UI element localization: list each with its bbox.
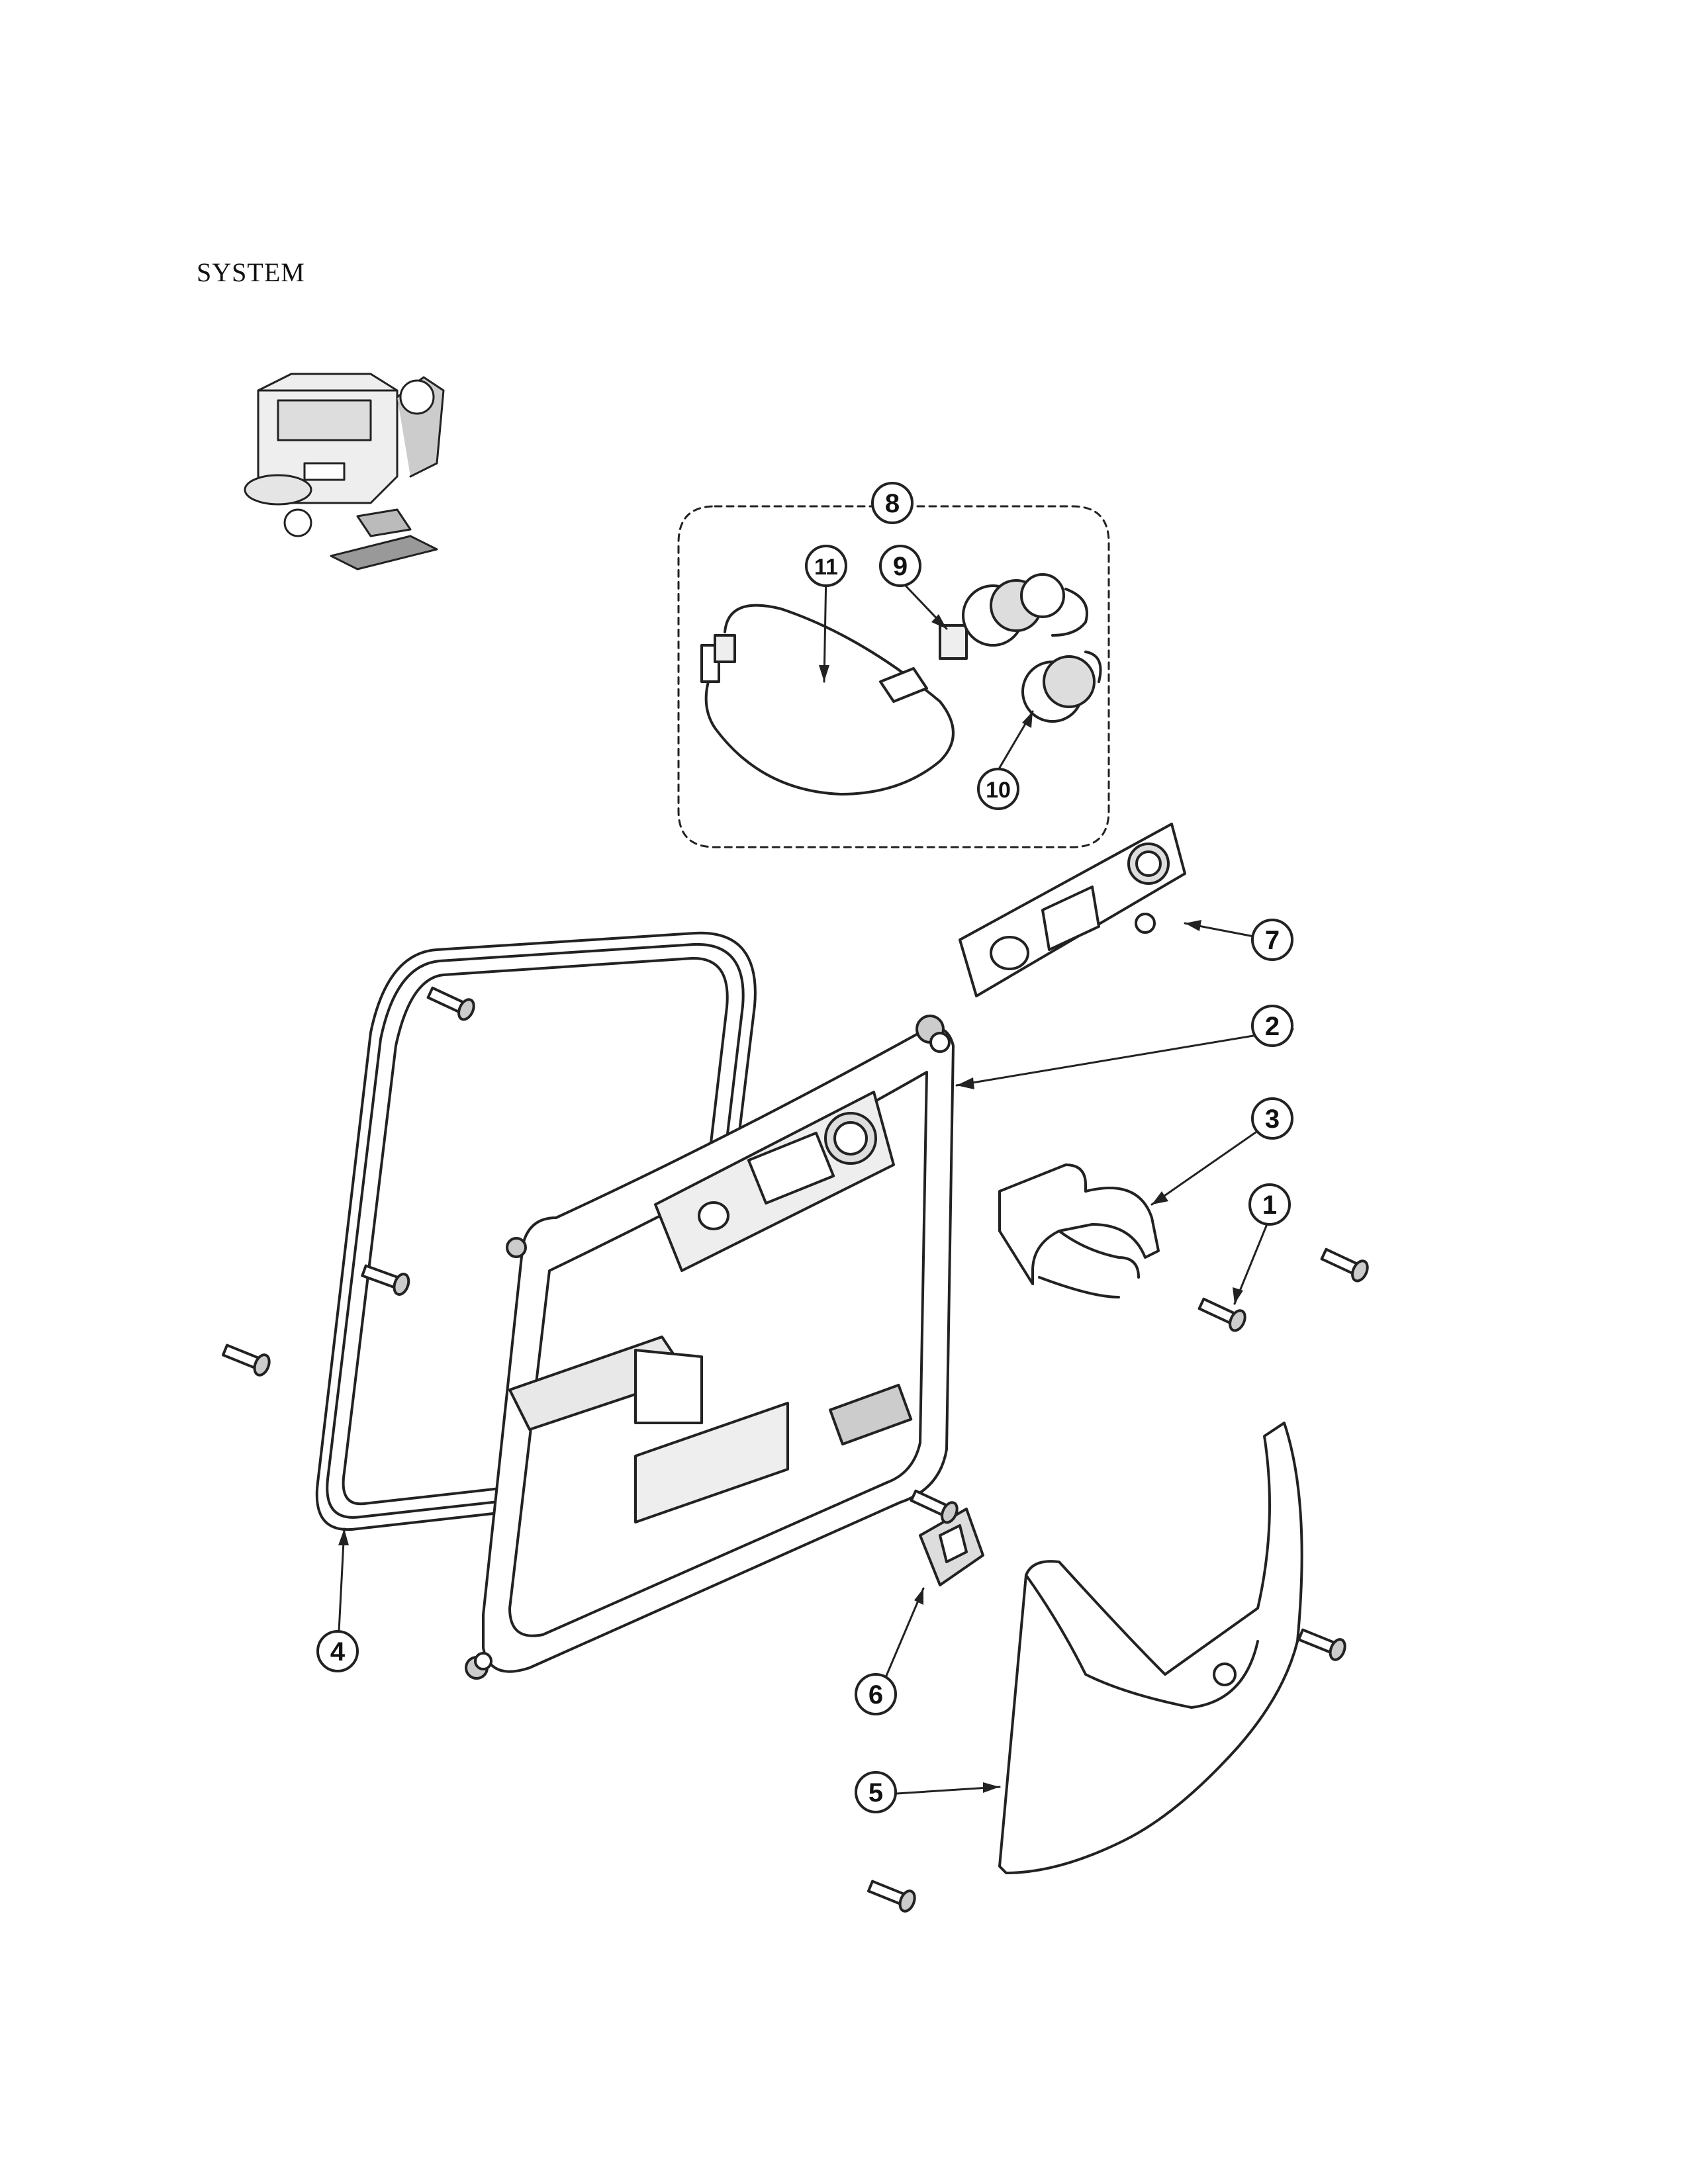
callout-11-circle [805, 545, 847, 587]
leader-arrowheads [338, 614, 1243, 1793]
callout-2: 2 [1265, 1012, 1280, 1041]
kit-8-enclosure [677, 505, 1110, 848]
clamp-part-3 [998, 1163, 1160, 1298]
machine-reference-thumbnail [244, 373, 445, 570]
callout-circles [316, 482, 1293, 1813]
callout-1: 1 [1262, 1191, 1277, 1220]
callout-5: 5 [868, 1778, 883, 1807]
callout-8-circle [871, 482, 914, 524]
callout-9: 9 [893, 552, 908, 581]
control-decal-part-7 [959, 823, 1186, 997]
callout-1-circle [1248, 1183, 1291, 1226]
cap-part-10 [1021, 651, 1102, 723]
callout-8: 8 [885, 489, 900, 518]
callout-7-circle [1251, 919, 1293, 961]
callout-3: 3 [1265, 1105, 1280, 1134]
socket-part-9 [939, 573, 1088, 660]
callout-7: 7 [1265, 926, 1280, 955]
lower-cover-part-5 [998, 1422, 1303, 1874]
callout-4-circle [316, 1630, 359, 1672]
callout-6-circle [855, 1673, 897, 1715]
callout-5-circle [855, 1771, 897, 1813]
callout-9-circle [879, 545, 921, 587]
callout-labels: 1 2 3 4 5 6 7 8 9 10 11 [330, 489, 1280, 1807]
callout-10-circle [977, 768, 1019, 810]
console-housing-part-2 [465, 1015, 955, 1680]
page-title: SYSTEM [197, 257, 305, 287]
gasket-part-4 [315, 931, 757, 1531]
callout-10: 10 [986, 778, 1011, 803]
callout-3-circle [1251, 1097, 1293, 1140]
wire-harness-part-11 [700, 604, 955, 796]
callout-4: 4 [330, 1637, 346, 1666]
callout-6: 6 [868, 1680, 883, 1709]
callout-2-circle [1251, 1005, 1293, 1047]
callout-11: 11 [814, 555, 838, 580]
screw-fasteners [222, 986, 1369, 1913]
